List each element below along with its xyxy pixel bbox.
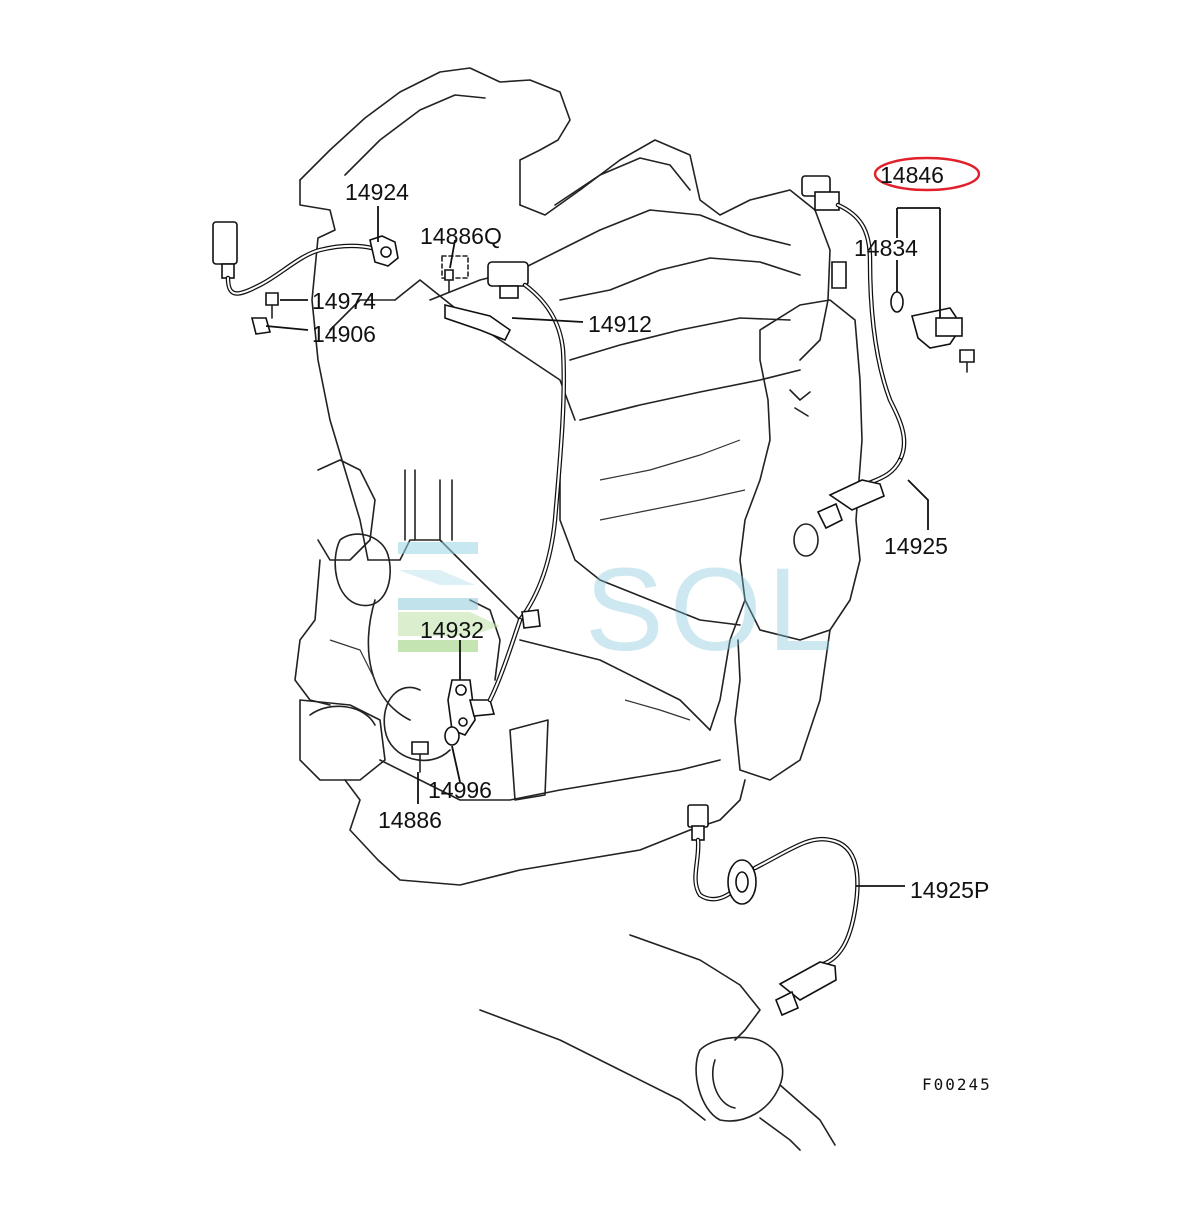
bolt-14974 bbox=[265, 292, 279, 319]
callout-14974: 14974 bbox=[312, 288, 376, 314]
cam-position-sensor-14846 bbox=[801, 175, 975, 463]
bolt-14886q bbox=[441, 255, 469, 293]
highlight-ring-14846 bbox=[873, 156, 981, 192]
bracket-14906 bbox=[250, 317, 272, 335]
oxygen-sensor-14925 bbox=[816, 457, 903, 530]
bolt-14886 bbox=[411, 741, 429, 773]
crank-sensor-14932 bbox=[447, 609, 541, 736]
callout-14925p: 14925P bbox=[910, 877, 989, 903]
callout-14932: 14932 bbox=[420, 617, 484, 643]
callout-14846: 14846 bbox=[880, 162, 944, 188]
callout-14912: 14912 bbox=[588, 311, 652, 337]
watermark-logo: SOL bbox=[398, 542, 839, 676]
exhaust-pipe-outline bbox=[479, 934, 836, 1151]
oxygen-sensor-14925p bbox=[687, 804, 860, 1017]
callout-14906: 14906 bbox=[312, 321, 376, 347]
sensor-14912 bbox=[444, 261, 567, 623]
part-callouts: 14924 14886Q 14974 14906 14912 14846 148… bbox=[312, 162, 989, 903]
callout-14925: 14925 bbox=[884, 533, 948, 559]
oring-14996 bbox=[444, 726, 460, 746]
callout-14924: 14924 bbox=[345, 179, 409, 205]
figure-code: F00245 bbox=[922, 1075, 992, 1094]
callout-14886: 14886 bbox=[378, 807, 442, 833]
callout-14834: 14834 bbox=[854, 235, 918, 261]
leader-lines bbox=[265, 206, 941, 887]
watermark-text: SOL bbox=[585, 544, 839, 676]
callout-14996: 14996 bbox=[428, 777, 492, 803]
callout-14886q: 14886Q bbox=[420, 223, 502, 249]
knock-sensor-14924 bbox=[212, 221, 399, 296]
